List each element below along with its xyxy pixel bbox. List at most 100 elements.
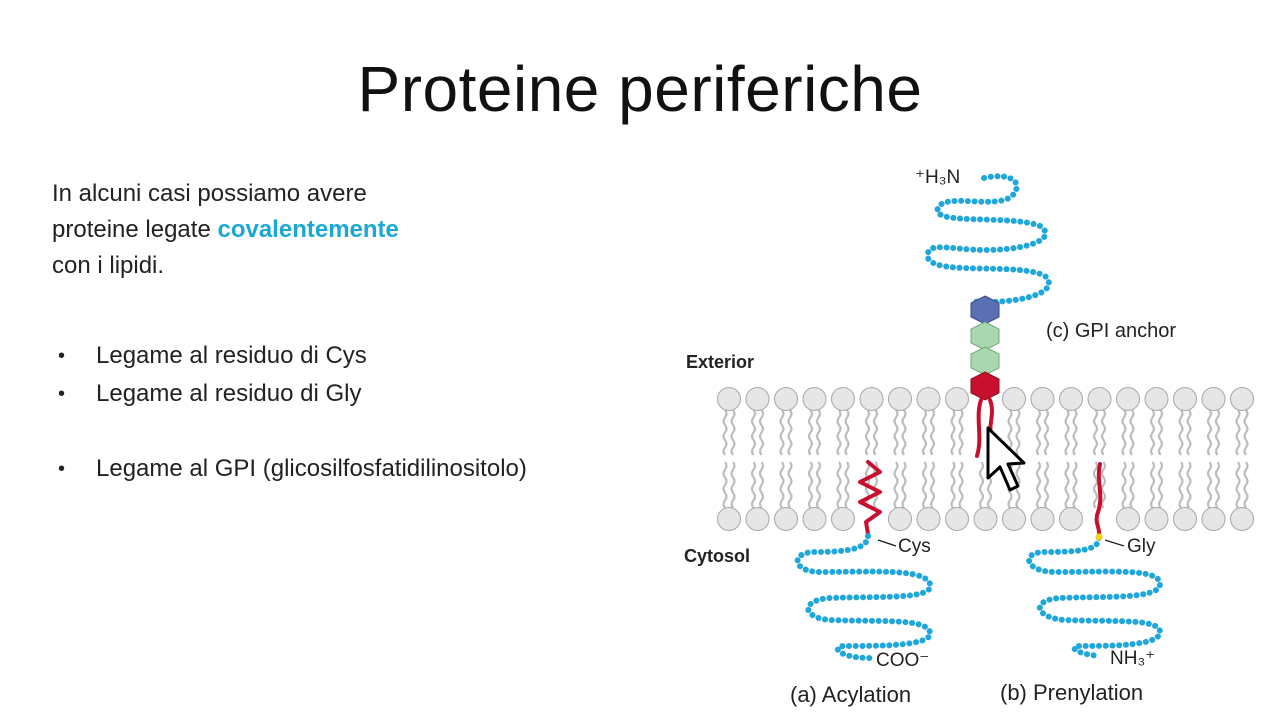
gpi-protein-chain bbox=[924, 173, 1052, 308]
lipid-tail bbox=[958, 409, 964, 456]
lipid-tail bbox=[872, 409, 879, 456]
gpi-sugar-green-1 bbox=[970, 321, 1000, 351]
lipid-head bbox=[1144, 387, 1169, 411]
gly-pointer-line bbox=[1104, 539, 1125, 547]
lipid-head bbox=[1002, 507, 1026, 531]
prenylation-anchor bbox=[1026, 462, 1164, 659]
prenyl-protein-chain bbox=[1026, 535, 1164, 659]
lipid-tail bbox=[921, 461, 928, 509]
lipid-tail bbox=[730, 461, 736, 509]
label-nh3: NH₃⁺ bbox=[1110, 648, 1155, 669]
bullet-list-residues: Legame al residuo di Cys Legame al resid… bbox=[52, 337, 672, 413]
acyl-protein-chain bbox=[794, 533, 934, 661]
lipid-head bbox=[1116, 507, 1140, 531]
lipid-head bbox=[1116, 387, 1140, 411]
lipid-head bbox=[802, 387, 827, 411]
lipid-head bbox=[1002, 387, 1026, 411]
lipid-tail bbox=[1035, 461, 1042, 509]
lipid-tail bbox=[1235, 409, 1241, 456]
lipid-tail bbox=[1129, 409, 1135, 456]
lipid-tail bbox=[1129, 461, 1135, 509]
lipid-tail bbox=[1015, 409, 1021, 456]
bullet-list-gpi: Legame al GPI (glicosilfosfatidilinosito… bbox=[52, 450, 672, 488]
lipid-heads-bottom bbox=[717, 507, 1254, 531]
lipid-bilayer bbox=[717, 387, 1254, 531]
lipid-tail bbox=[807, 461, 814, 509]
lipid-tail bbox=[893, 409, 899, 456]
lipid-tail bbox=[1178, 461, 1184, 509]
acylation-anchor bbox=[794, 460, 934, 661]
gpi-lipid-tail-1 bbox=[975, 398, 983, 458]
lipid-head bbox=[1087, 387, 1112, 411]
lipid-head bbox=[774, 387, 798, 411]
intro-line-2-text: proteine legate bbox=[52, 216, 218, 243]
lipid-tail bbox=[1035, 409, 1042, 456]
lipid-head bbox=[1173, 387, 1197, 411]
lipid-head bbox=[1173, 507, 1197, 531]
label-cys: Cys bbox=[898, 536, 931, 557]
lipid-tail bbox=[1186, 461, 1192, 509]
lipid-tail bbox=[807, 409, 814, 456]
lipid-tail bbox=[921, 409, 928, 456]
lipid-tail bbox=[929, 409, 936, 456]
lipid-head bbox=[1059, 387, 1083, 411]
lipid-tail bbox=[958, 461, 964, 509]
lipid-tail bbox=[1043, 409, 1050, 456]
lipid-head bbox=[831, 507, 855, 531]
lipid-tail bbox=[787, 409, 793, 456]
lipid-tail bbox=[1186, 409, 1192, 456]
lipid-tail bbox=[893, 461, 899, 509]
cys-pointer-line bbox=[877, 539, 897, 547]
label-h3n: ⁺H₃N bbox=[915, 167, 960, 188]
prenyl-lipid-chain bbox=[1094, 462, 1103, 536]
lipid-head bbox=[888, 387, 912, 411]
lipid-tail bbox=[901, 409, 907, 456]
lipid-tail bbox=[722, 461, 728, 509]
lipid-tail bbox=[722, 409, 728, 456]
lipid-tails-top bbox=[722, 409, 1249, 456]
lipid-tail bbox=[1243, 409, 1249, 456]
lipid-head bbox=[945, 387, 969, 411]
label-coo: COO⁻ bbox=[876, 650, 929, 671]
lipid-tail bbox=[950, 461, 956, 509]
intro-line-1: In alcuni casi possiamo avere bbox=[52, 180, 367, 207]
lipid-head bbox=[859, 387, 884, 411]
lipid-head bbox=[1144, 507, 1169, 531]
lipid-tail bbox=[844, 461, 850, 509]
lipid-tail bbox=[1149, 461, 1156, 509]
intro-line-2: proteine legate covalentemente bbox=[52, 212, 612, 248]
label-prenylation: (b) Prenylation bbox=[1000, 680, 1143, 705]
lipid-head bbox=[945, 507, 969, 531]
lipid-tail bbox=[1157, 461, 1164, 509]
bullet-gpi: Legame al GPI (glicosilfosfatidilinosito… bbox=[52, 450, 672, 488]
membrane-anchor-diagram: ⁺H₃N (c) GPI anchor Exterior Cytosol Cys… bbox=[684, 167, 1254, 707]
lipid-tail bbox=[1206, 461, 1213, 509]
lipid-tail bbox=[1121, 461, 1127, 509]
label-exterior: Exterior bbox=[686, 352, 754, 372]
lipid-tail bbox=[1206, 409, 1213, 456]
lipid-tail bbox=[1092, 461, 1099, 509]
label-gly: Gly bbox=[1127, 536, 1156, 557]
label-gpi-anchor: (c) GPI anchor bbox=[1046, 320, 1176, 342]
lipid-tail bbox=[779, 461, 785, 509]
lipid-tails-bottom bbox=[722, 461, 1249, 509]
lipid-head bbox=[717, 507, 741, 531]
gpi-anchor bbox=[924, 173, 1052, 458]
lipid-head bbox=[1059, 507, 1083, 531]
lipid-head bbox=[774, 507, 798, 531]
lipid-tail bbox=[1100, 461, 1107, 509]
intro-line-3: con i lipidi. bbox=[52, 252, 165, 279]
lipid-tail bbox=[901, 461, 907, 509]
lipid-tail bbox=[836, 409, 842, 456]
lipid-tail bbox=[730, 409, 736, 456]
lipid-tail bbox=[758, 461, 765, 509]
lipid-tail bbox=[950, 409, 956, 456]
gpi-inositol-red bbox=[970, 371, 1000, 401]
lipid-tail bbox=[1092, 409, 1099, 456]
label-acylation: (a) Acylation bbox=[790, 682, 911, 707]
lipid-head bbox=[1201, 387, 1226, 411]
lipid-head bbox=[831, 387, 855, 411]
lipid-head bbox=[1230, 507, 1254, 531]
gly-residue bbox=[1095, 533, 1103, 541]
lipid-tail bbox=[1149, 409, 1156, 456]
